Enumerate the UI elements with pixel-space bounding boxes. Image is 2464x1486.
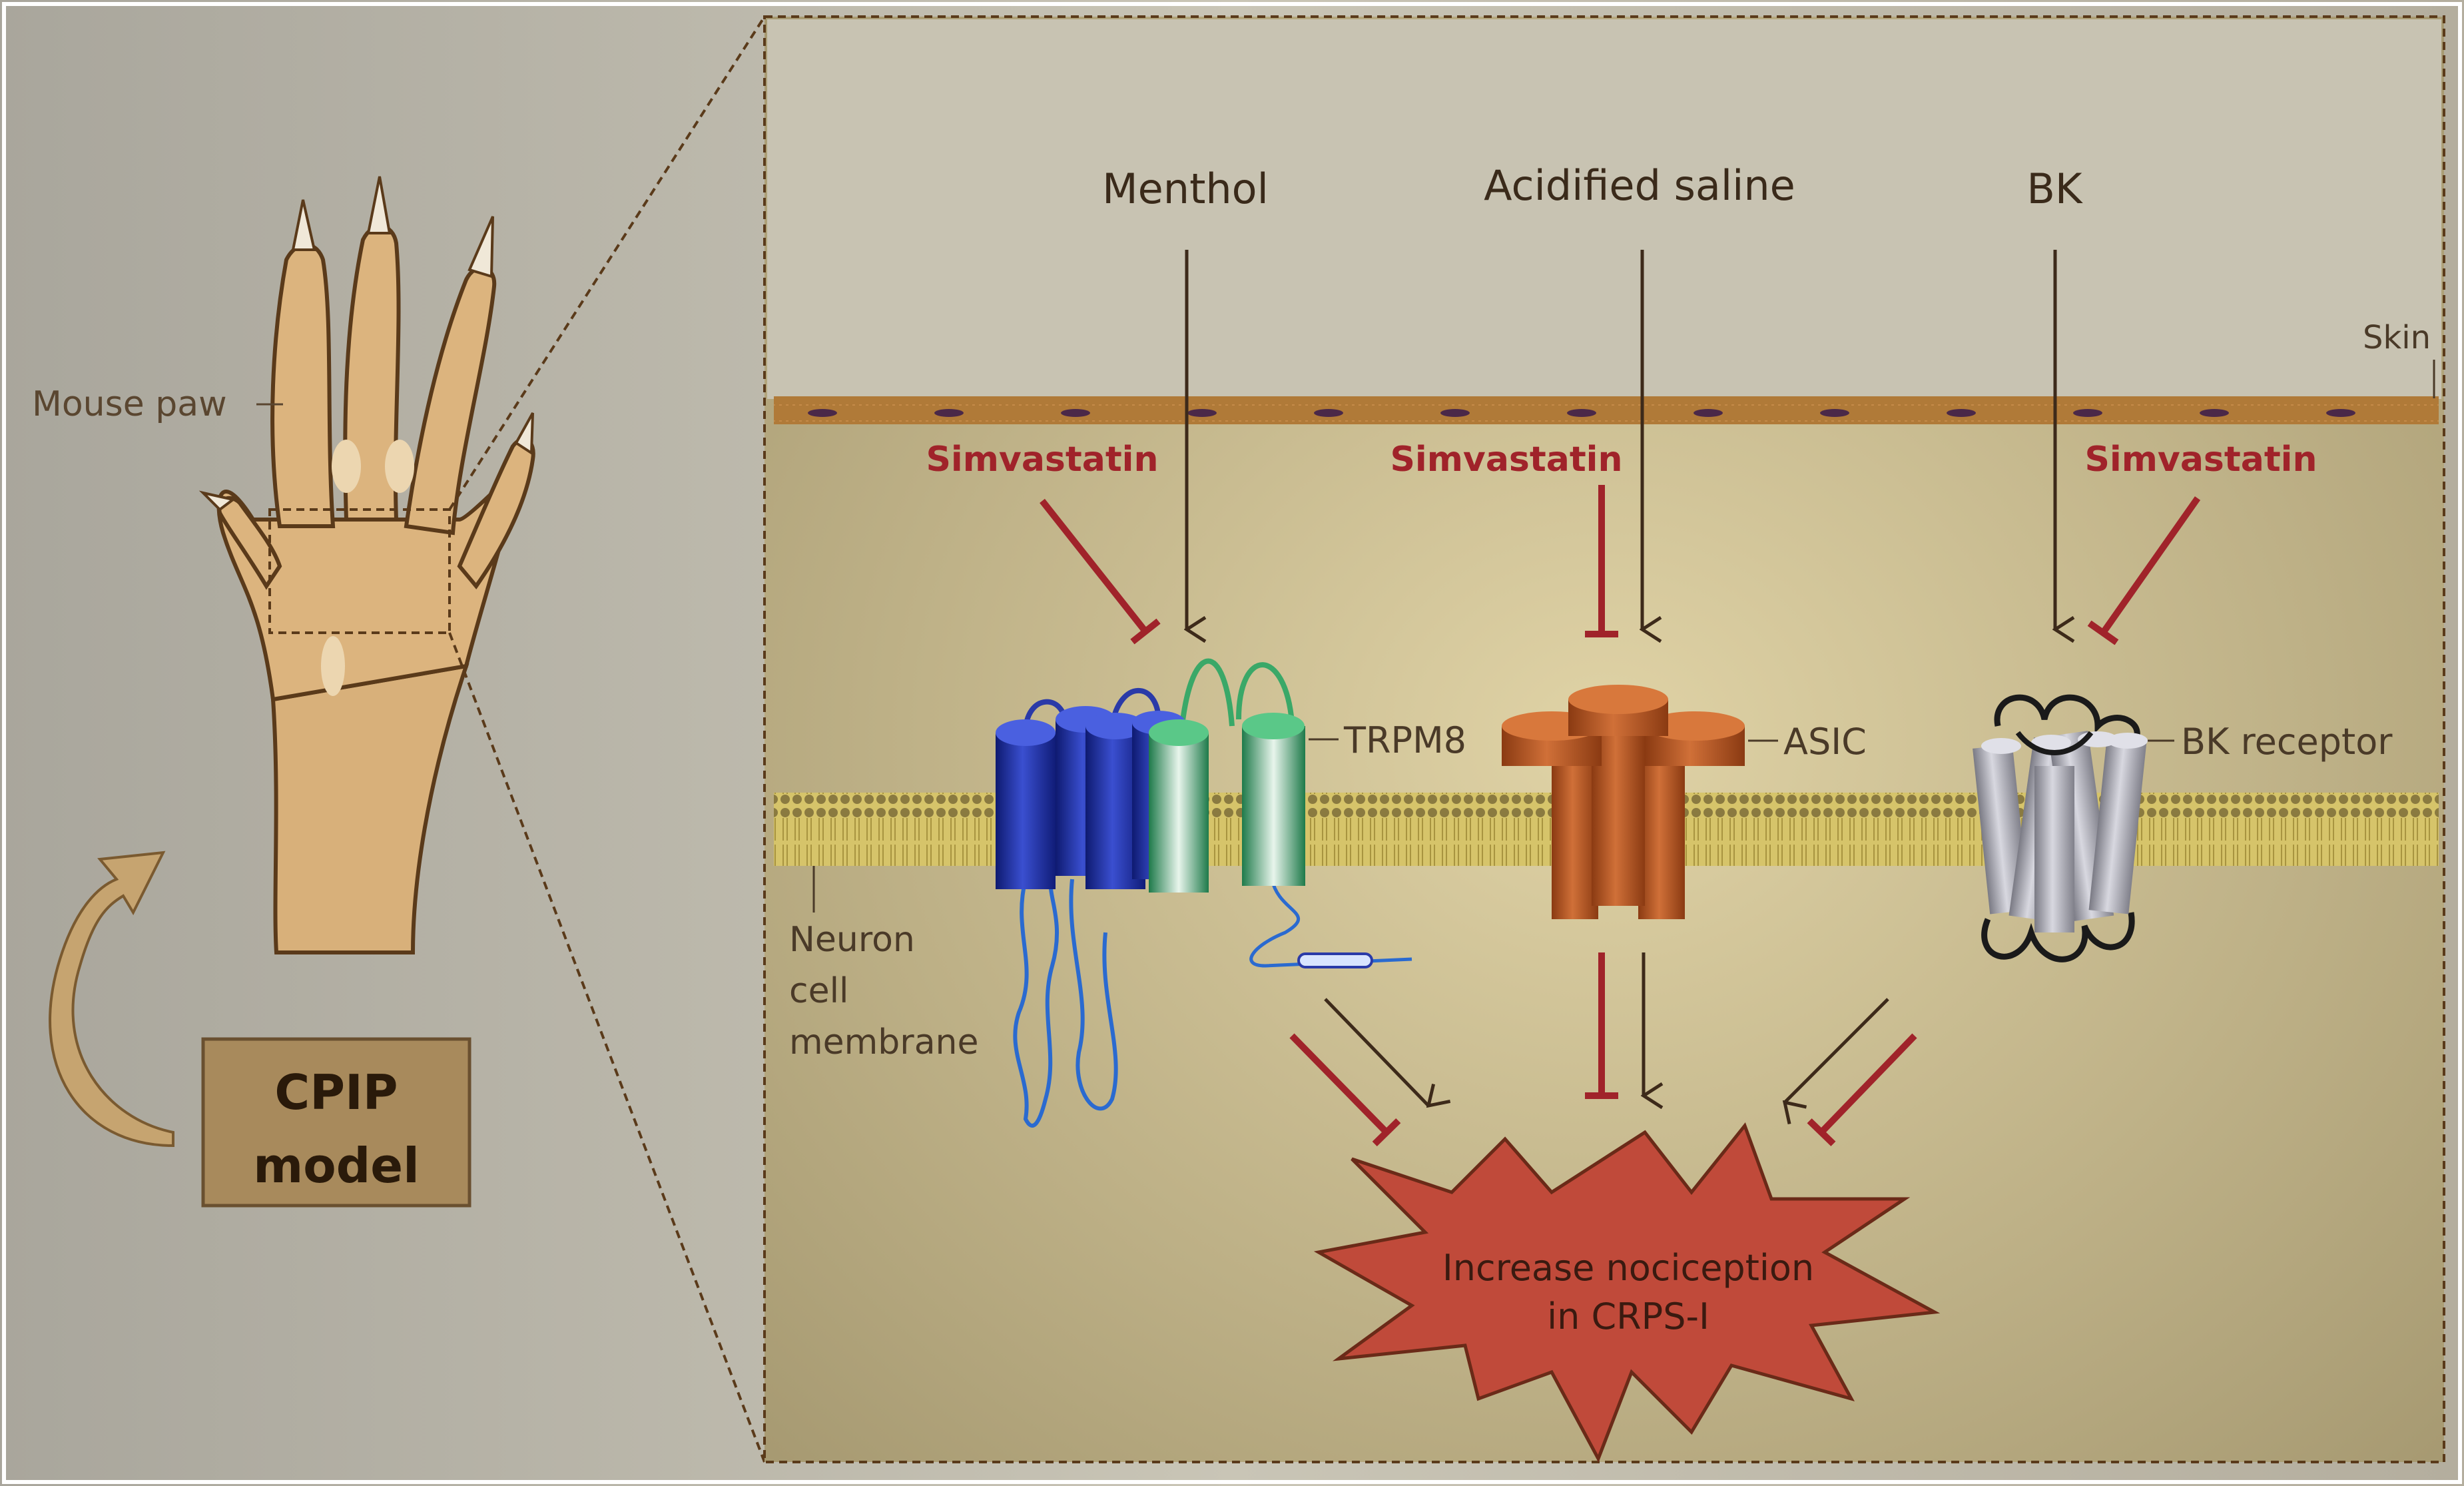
bk-label: BK: [2026, 165, 2083, 213]
simvastatin-left-inhibit: [1040, 498, 1161, 645]
cpip-curved-arrow: [49, 851, 174, 1148]
asic-channel: [1502, 685, 1745, 919]
simvastatin-bk-downstream-inhibit: [1807, 1033, 1917, 1146]
paw-zoom-region: [268, 508, 451, 634]
skin-layer: [774, 396, 2439, 424]
mouse-paw-illustration: [198, 176, 535, 954]
trpm8-label: TRPM8: [1343, 719, 1466, 761]
outside-zone: [767, 19, 2441, 399]
neuron-label-line3: membrane: [789, 1022, 979, 1062]
trpm8-channel: [996, 658, 1412, 1128]
neuron-label-line2: cell: [789, 971, 848, 1011]
bk-to-nociception-arrow: [1785, 998, 1889, 1102]
bk-receptor-label: BK receptor: [2181, 721, 2393, 763]
menthol-label: Menthol: [1102, 165, 1269, 213]
outcome-line1: Increase nociception: [1442, 1247, 1814, 1289]
simvastatin-left-label: Simvastatin: [926, 440, 1158, 480]
simvastatin-trpm8-downstream-inhibit: [1289, 1033, 1401, 1147]
cpip-model-box: CPIP model: [201, 1037, 471, 1208]
zoom-leader-top: [448, 15, 766, 511]
skin-label: Skin: [2363, 319, 2431, 356]
acidified-saline-label: Acidified saline: [1484, 161, 1795, 210]
neuron-label-line1: Neuron: [789, 920, 915, 960]
simvastatin-mid-label: Simvastatin: [1390, 440, 1622, 480]
simvastatin-right-inhibit: [2087, 496, 2201, 645]
outcome-line2: in CRPS-I: [1547, 1296, 1709, 1337]
bk-receptor: [1973, 694, 2148, 962]
nociception-burst: [1313, 1122, 1941, 1463]
asic-label: ASIC: [1783, 721, 1867, 763]
cpip-label: CPIP: [274, 1064, 398, 1120]
simvastatin-right-label: Simvastatin: [2084, 440, 2317, 480]
model-label: model: [253, 1138, 420, 1194]
trpm8-to-nociception-arrow: [1324, 998, 1428, 1106]
mouse-paw-label: Mouse paw: [32, 384, 227, 424]
zoom-leader-bottom: [448, 632, 766, 1463]
